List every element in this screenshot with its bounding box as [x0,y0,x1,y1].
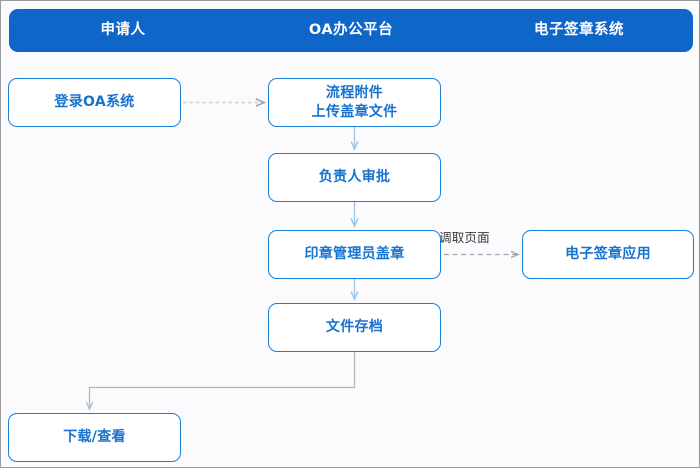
swimlane-header-bar: 申请人 OA办公平台 电子签章系统 [9,9,693,52]
lane-title-oa-platform: OA办公平台 [308,22,394,38]
edge-label-invoke-page: 调取页面 [439,230,490,245]
node-esign-application[interactable]: 电子签章应用 [522,230,694,279]
node-file-archive[interactable]: 文件存档 [268,303,441,352]
edge-archive-to-download [85,352,356,411]
lane-title-applicant: 申请人 [100,22,146,38]
node-manager-approval[interactable]: 负责人审批 [268,153,441,202]
node-download-view[interactable]: 下载/查看 [8,413,181,462]
node-login-oa-system[interactable]: 登录OA系统 [8,78,181,127]
node-attachment-upload[interactable]: 流程附件 上传盖章文件 [268,78,441,127]
node-seal-admin-stamp[interactable]: 印章管理员盖章 [268,230,441,279]
lane-title-esign-system: 电子签章系统 [534,22,624,38]
